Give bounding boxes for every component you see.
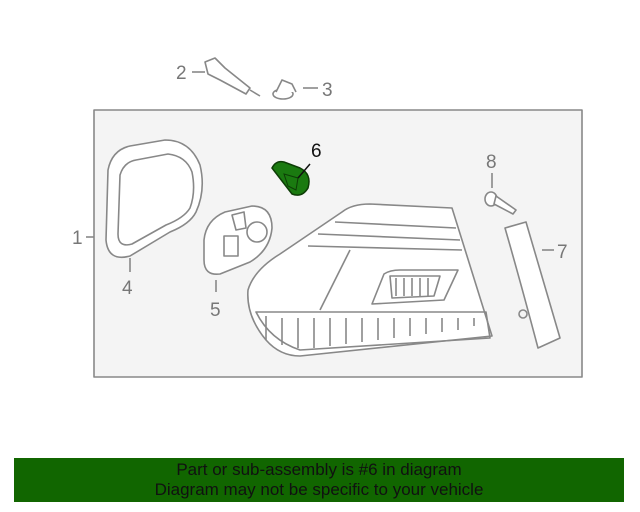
- callout-7: 7: [557, 242, 568, 263]
- callout-4: 4: [122, 278, 133, 299]
- part-6-bulb: [271, 160, 311, 196]
- callout-8: 8: [486, 152, 497, 173]
- part-7-garnish: [504, 221, 561, 349]
- callout-5: 5: [210, 300, 221, 321]
- banner-line-part: Part or sub-assembly is #6 in diagram: [176, 460, 462, 479]
- banner-line-disclaimer: Diagram may not be specific to your vehi…: [154, 480, 484, 499]
- part-3-clip: [272, 79, 318, 100]
- callout-2: 2: [176, 63, 187, 84]
- part-2-bolt: [192, 57, 261, 97]
- part-1-tail-lamp: [247, 203, 493, 357]
- callout-6: 6: [311, 141, 322, 162]
- info-banner: Part or sub-assembly is #6 in diagram Di…: [14, 458, 624, 502]
- part-8-screw: [484, 173, 517, 215]
- callout-3: 3: [322, 80, 333, 101]
- part-5-socket-plate: [203, 205, 273, 292]
- part-4-gasket: [105, 139, 204, 272]
- callout-1: 1: [72, 228, 83, 249]
